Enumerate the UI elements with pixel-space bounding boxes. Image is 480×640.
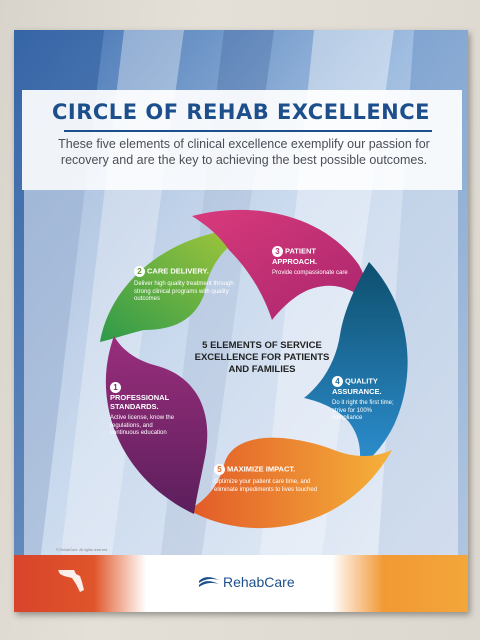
rehabcare-logo: RehabCare [198, 572, 295, 592]
element-3-title: PATIENT APPROACH. [272, 246, 318, 266]
state-map-icon [58, 570, 84, 592]
footer-logo-panel [94, 555, 384, 612]
element-4-number: 4 [332, 376, 343, 387]
element-1-text: Active license, know the regulations, an… [110, 415, 175, 436]
wheel-center-text: 5 ELEMENTS OF SERVICE EXCELLENCE FOR PAT… [194, 340, 330, 375]
element-5-number: 5 [214, 464, 225, 475]
element-2-number: 2 [134, 266, 145, 277]
element-2-title: CARE DELIVERY. [147, 266, 209, 276]
logo-text: RehabCare [223, 574, 295, 590]
segment-maximize-impact [189, 437, 392, 529]
poster-title: CIRCLE OF REHAB EXCELLENCE [52, 100, 430, 124]
wave-logo-icon [199, 577, 219, 587]
element-1-label: 1PROFESSIONAL STANDARDS. Active license,… [110, 382, 180, 438]
title-divider [64, 130, 432, 132]
element-4-text: Do it right the first time; strive for 1… [332, 400, 394, 421]
excellence-wheel [100, 209, 408, 529]
element-1-title: PROFESSIONAL STANDARDS. [110, 393, 170, 411]
poster-subtitle: These five elements of clinical excellen… [58, 137, 430, 167]
segment-care-delivery [100, 229, 254, 342]
element-4-title: QUALITY ASSURANCE. [332, 376, 382, 396]
segment-quality-assurance [304, 262, 408, 468]
element-1-number: 1 [110, 382, 121, 393]
element-3-text: Provide compassionate care [272, 270, 348, 276]
fineprint: © RehabCare. All rights reserved. [56, 548, 109, 552]
poster: CIRCLE OF REHAB EXCELLENCE These five el… [14, 30, 468, 612]
element-5-title: MAXIMIZE IMPACT. [227, 464, 296, 474]
element-3-number: 3 [272, 246, 283, 257]
element-5-text: Optimize your patient care time, and eli… [214, 479, 318, 493]
element-2-text: Deliver high quality treatment through s… [134, 281, 234, 302]
title-panel [22, 90, 462, 190]
segment-professional-standards [105, 336, 208, 514]
segment-patient-approach [192, 209, 370, 320]
